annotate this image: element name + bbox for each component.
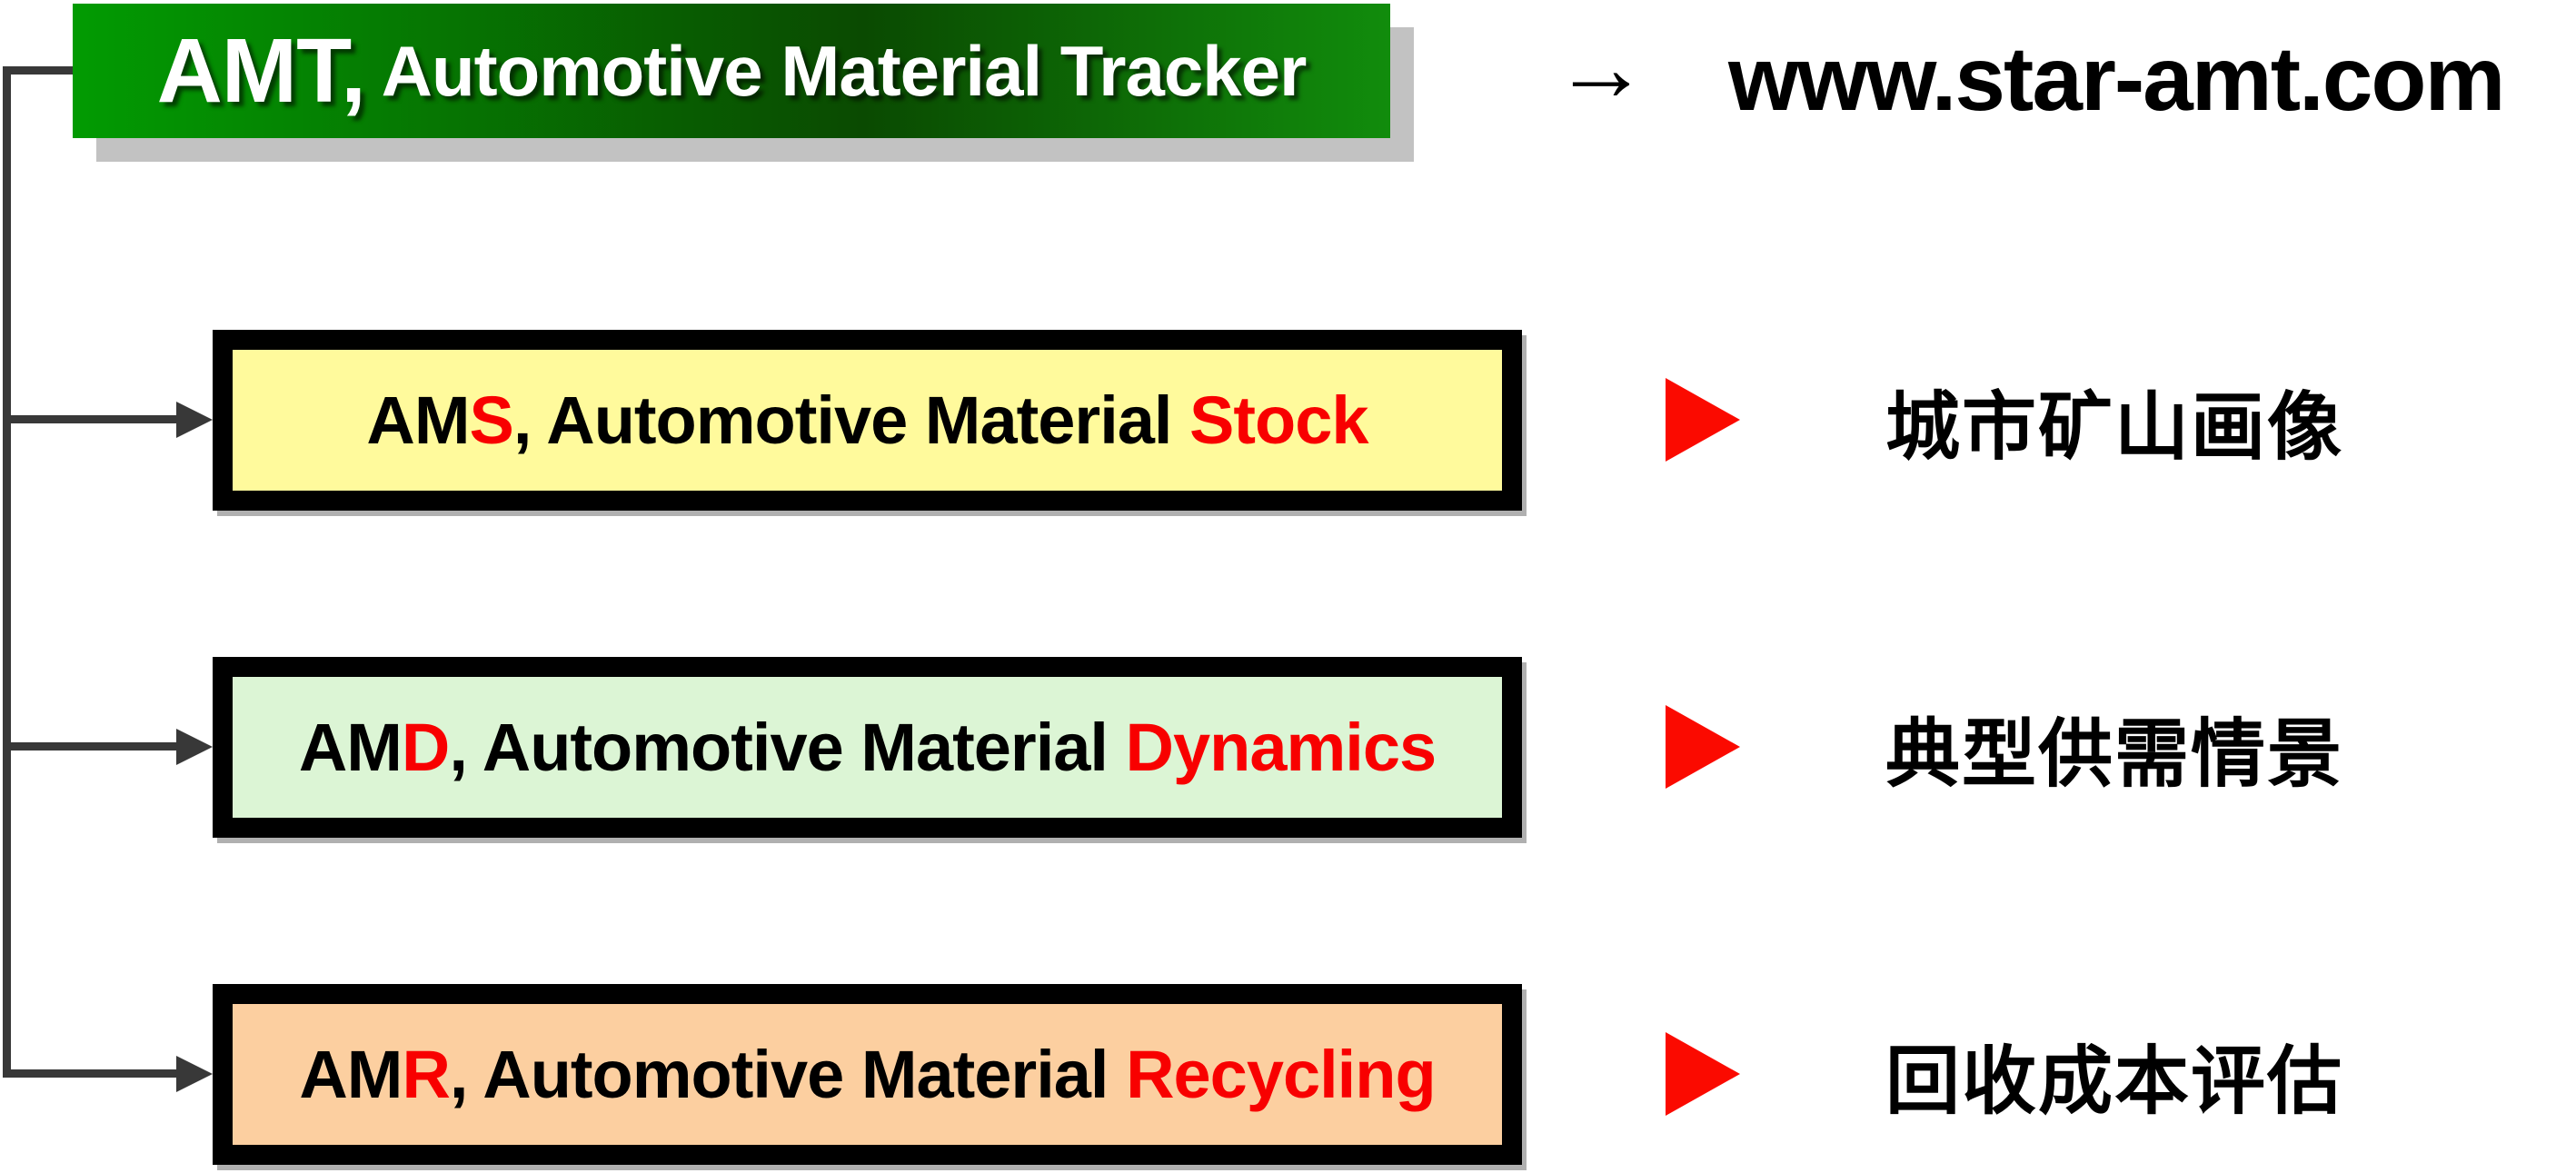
amt-header-box: AMT, Automotive Material Tracker	[73, 4, 1390, 138]
amr-label-cn: 回收成本评估	[1885, 1039, 2344, 1123]
ams-prefix: AM	[366, 383, 470, 458]
ams-label-cn: 城市矿山画像	[1885, 385, 2344, 469]
connector-branch-line	[3, 742, 178, 751]
amd-label-cn: 典型供需情景	[1885, 712, 2344, 796]
right-arrow-icon: →	[1553, 15, 1649, 121]
amr-prefix: AM	[299, 1037, 403, 1112]
connector-branch-line	[3, 1069, 178, 1078]
amr-mid: , Automotive Material	[449, 1037, 1127, 1112]
website-url: www.star-amt.com	[1728, 27, 2505, 130]
connector-branch-line	[3, 415, 178, 423]
connector-arrowhead-icon	[176, 1056, 213, 1092]
amr-letter: R	[402, 1037, 450, 1112]
amr-suffix: Recycling	[1126, 1037, 1437, 1112]
ams-suffix: Stock	[1189, 383, 1369, 458]
amd-letter: D	[401, 710, 450, 785]
amd-mid: , Automotive Material	[449, 710, 1126, 785]
amd-prefix: AM	[298, 710, 403, 785]
amt-title-rest: Automotive Material Tracker	[364, 30, 1308, 111]
red-triangle-icon	[1666, 378, 1740, 462]
ams-mid: , Automotive Material	[512, 383, 1190, 458]
red-triangle-icon	[1666, 1032, 1740, 1116]
red-triangle-icon	[1666, 705, 1740, 789]
connector-trunk-line	[3, 66, 11, 1078]
connector-arrowhead-icon	[176, 729, 213, 765]
connector-top-link-line	[3, 66, 73, 75]
connector-arrowhead-icon	[176, 402, 213, 438]
ams-letter: S	[469, 383, 514, 458]
amd-suffix: Dynamics	[1125, 710, 1437, 785]
amt-title-main: AMT,	[156, 19, 366, 122]
